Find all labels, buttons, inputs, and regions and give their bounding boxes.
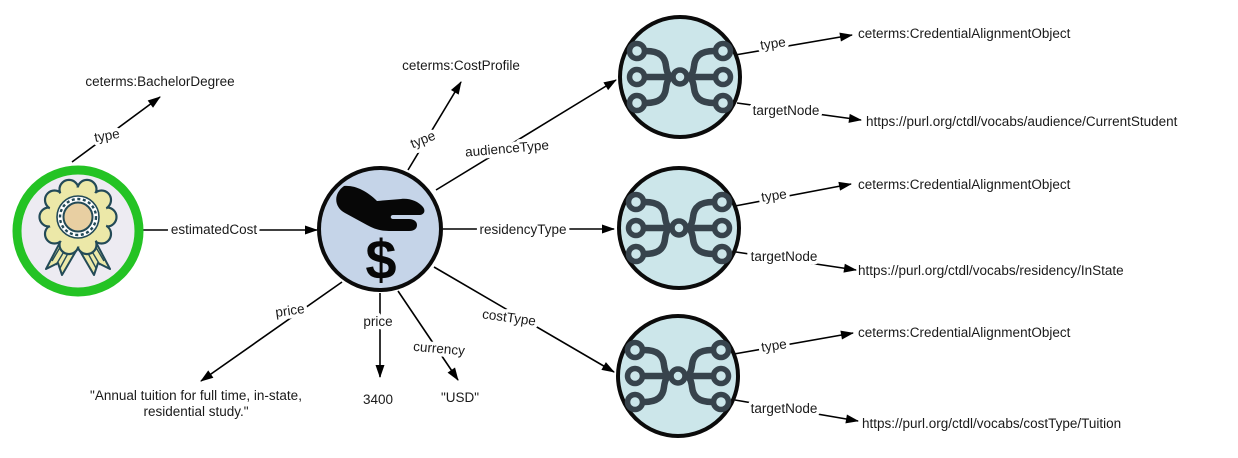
edge-label-currency: currency <box>413 339 466 358</box>
edge-costtype-alignment-target <box>734 399 859 424</box>
hand-dollar-icon: $ <box>336 185 425 291</box>
node-audience-alignment <box>618 15 742 139</box>
edge-label-audience-type: audienceType <box>464 137 549 159</box>
value-costtype-target-url: https://purl.org/ctdl/vocabs/costType/Tu… <box>862 416 1121 431</box>
value-price-description-line2: residential study." <box>143 404 248 419</box>
edge-label-target-node: targetNode <box>751 401 818 416</box>
node-credential <box>12 165 144 297</box>
edge-label-price: price <box>274 301 305 320</box>
value-price: 3400 <box>363 392 393 407</box>
value-currency: "USD" <box>441 390 479 405</box>
edge-costtype-alignment-type <box>733 330 854 355</box>
node-costtype-alignment <box>616 314 740 438</box>
award-ribbon-icon <box>38 178 118 276</box>
edge-label-cost-type: costType <box>481 306 537 328</box>
edge-residency-alignment-target <box>735 251 857 273</box>
edge-label-type: type <box>408 128 437 151</box>
edge-audience-type <box>435 79 617 191</box>
node-cost-profile: $ <box>317 166 443 292</box>
dollar-glyph: $ <box>365 228 396 291</box>
edge-credential-type <box>71 96 161 163</box>
value-audience-target-url: https://purl.org/ctdl/vocabs/audience/Cu… <box>866 114 1178 129</box>
edge-label-residency-type: residencyType <box>479 222 566 237</box>
value-alignment-object-type: ceterms:CredentialAlignmentObject <box>858 325 1071 340</box>
edge-residency-alignment-type <box>734 181 852 207</box>
edge-audience-alignment-target <box>736 102 862 123</box>
edge-label-type: type <box>93 126 121 145</box>
value-cost-profile: ceterms:CostProfile <box>402 58 520 73</box>
value-texts-group: ceterms:BachelorDegree ceterms:CostProfi… <box>85 26 1177 431</box>
edge-currency <box>397 290 459 381</box>
value-residency-target-url: https://purl.org/ctdl/vocabs/residency/I… <box>858 263 1124 278</box>
edge-label-target-node: targetNode <box>751 249 818 264</box>
value-price-description-line1: "Annual tuition for full time, in-state, <box>90 388 302 403</box>
node-residency-alignment <box>617 166 741 290</box>
edge-label-target-node: targetNode <box>753 103 820 118</box>
edge-price-description <box>200 281 343 382</box>
value-alignment-object-type: ceterms:CredentialAlignmentObject <box>858 26 1071 41</box>
edge-cost-type-of <box>407 81 462 171</box>
edge-label-type: type <box>759 34 786 52</box>
value-alignment-object-type: ceterms:CredentialAlignmentObject <box>858 177 1071 192</box>
value-bachelor-degree: ceterms:BachelorDegree <box>85 74 234 89</box>
edge-label-type: type <box>760 336 787 354</box>
edges-group <box>71 32 862 424</box>
edge-cost-type <box>433 266 615 373</box>
edge-label-estimated-cost: estimatedCost <box>171 222 258 237</box>
edge-label-price: price <box>363 314 392 329</box>
edge-audience-alignment-type <box>734 32 853 56</box>
edge-label-type: type <box>760 186 787 204</box>
